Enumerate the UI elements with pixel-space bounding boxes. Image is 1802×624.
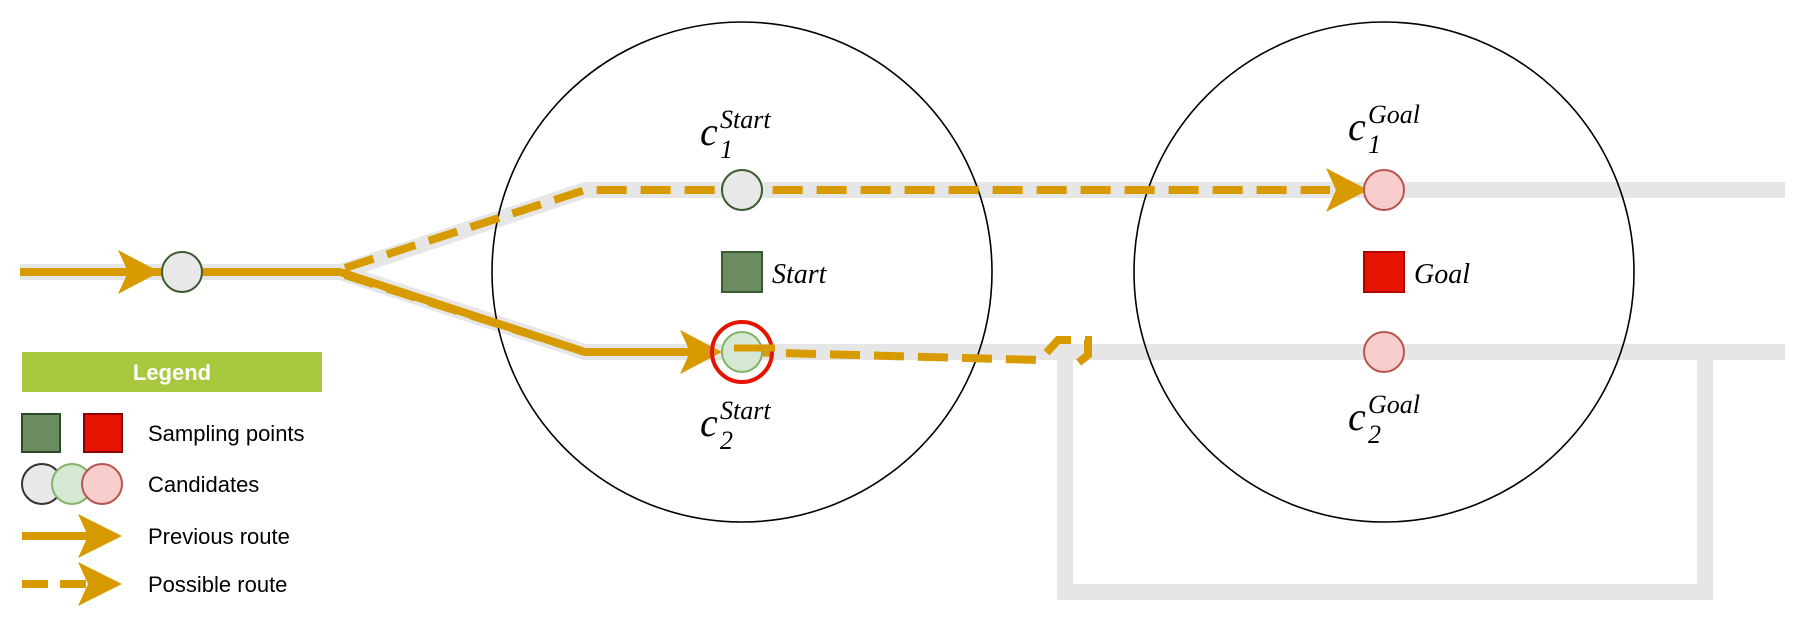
legend-item-candidates: Candidates: [148, 472, 259, 497]
goal-sampling-point: [1363, 251, 1405, 293]
previous-route-arrowhead-1: [118, 250, 160, 294]
label-c1-goal: c Goal 1: [1348, 100, 1420, 159]
legend: Legend Sampling points Candidates Previo…: [21, 352, 322, 606]
previous-route-arrowhead-2: [680, 330, 722, 374]
legend-header: [22, 352, 322, 392]
legend-start-point-swatch: [21, 413, 61, 453]
label-c2-goal-sup: Goal: [1368, 390, 1420, 419]
label-c1-start-base: c: [700, 109, 718, 154]
legend-item-possible-route: Possible route: [148, 572, 287, 597]
label-c1-goal-sub: 1: [1368, 130, 1381, 159]
candidate-c2-start: [721, 331, 763, 373]
legend-goal-point-swatch: [83, 413, 123, 453]
label-c1-start: c Start 1: [700, 105, 771, 164]
possible-route-upper: [343, 186, 1330, 272]
legend-previous-route-arrowhead: [78, 514, 122, 558]
goal-search-circle: [1133, 21, 1635, 523]
label-c1-start-sup: Start: [720, 105, 771, 134]
goal-label: Goal: [1414, 259, 1470, 290]
legend-item-sampling-points: Sampling points: [148, 421, 305, 446]
start-sampling-point: [721, 251, 763, 293]
candidate-c1-goal: [1363, 169, 1405, 211]
candidate-previous: [161, 251, 203, 293]
possible-route-arrowhead-upper: [1326, 168, 1368, 212]
legend-possible-route-arrowhead: [78, 562, 122, 606]
start-label: Start: [772, 259, 828, 290]
label-c2-start: c Start 2: [700, 396, 771, 455]
road-loop: [1057, 352, 1713, 600]
label-c2-goal-sub: 2: [1368, 420, 1381, 449]
possible-routes: [343, 186, 1330, 372]
label-c1-goal-base: c: [1348, 104, 1366, 149]
label-c1-start-sub: 1: [720, 135, 733, 164]
label-c2-goal: c Goal 2: [1348, 390, 1420, 449]
legend-item-previous-route: Previous route: [148, 524, 290, 549]
label-c2-goal-base: c: [1348, 394, 1366, 439]
legend-candidate-red: [81, 463, 123, 505]
legend-title: Legend: [133, 360, 211, 385]
candidate-c1-start: [721, 169, 763, 211]
selected-candidate-ring: [710, 320, 774, 384]
candidate-c2-goal: [1363, 331, 1405, 373]
possible-route-lower-detour: [741, 336, 1092, 372]
start-search-circle: [491, 21, 993, 523]
label-c2-start-sub: 2: [720, 426, 733, 455]
label-c2-start-sup: Start: [720, 396, 771, 425]
label-c1-goal-sup: Goal: [1368, 100, 1420, 129]
label-c2-start-base: c: [700, 400, 718, 445]
